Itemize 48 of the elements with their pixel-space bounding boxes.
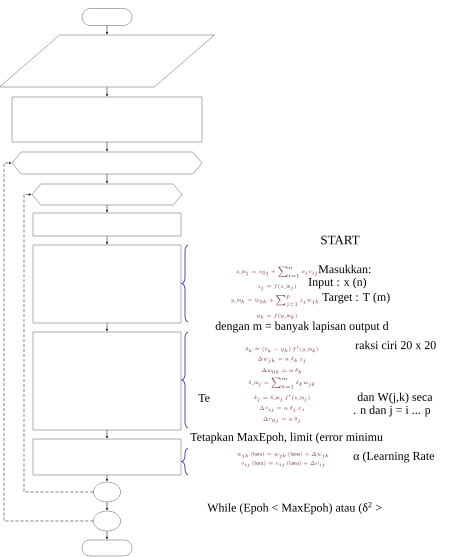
formula: $v_{ij}\,(\mathrm{baru}) = v_{ij}\,(\mathrm{lama}) + \Delta v_{ij}$ [241,460,324,468]
process-box [32,438,182,476]
note-text: Input : x (n) [308,278,366,288]
formula: $\Delta w_{jk} = \alpha\, \delta_k\, z_j$ [258,356,306,364]
arrow [106,236,108,244]
formula: $y_k = f(y\_\mathrm{in}_k)$ [256,313,297,319]
arrow [106,475,108,482]
arrow [106,26,108,34]
arrow [24,193,94,492]
formula: $\delta_j = \delta\_\mathrm{in}_j\, f'(z\_\mathrm{in}_j)$ [254,394,310,402]
note-text: Te [198,394,210,402]
arrow [106,205,108,212]
process-box [12,96,202,142]
note-text: dengan m = banyak lapisan output d [216,322,388,332]
arrow [106,142,108,152]
arrow [106,430,108,438]
formula: $y\_\mathrm{in}_k = w_{0k} + \sum_{j=1}^{p} z_j w_{jk}$ [231,295,318,307]
note-text: Tetapkan MaxEpoh, limit (error minimu [190,432,383,444]
loop-hexagon [32,184,182,206]
note-text: α (Learning Rate [354,452,434,462]
process-box [32,244,182,324]
connector-circle [93,510,121,532]
formula: $w_{jk}\,(\mathrm{baru}) = w_{jk}\,(\mathrm{lama}) + \Delta w_{jk}$ [237,452,328,458]
arrow [106,174,108,184]
connector-circle [93,482,121,502]
formula: $z_j = f(z\_\mathrm{in}_j)$ [258,284,296,290]
arrow [106,323,108,332]
loop-hexagon [12,152,202,174]
arrow [106,531,108,540]
process-box [32,212,182,236]
process-box [32,332,182,430]
heading-text: START [321,236,360,244]
arrow [4,162,94,522]
note-text: Masukkan: [318,264,370,274]
note-text: dan W(j,k) seca [358,392,432,404]
arrow [106,87,108,96]
note-text: Target : T (m) [322,292,390,304]
input-parallelogram [0,34,215,88]
note-text: . n dan j = i ... p [354,406,430,416]
formula: $\Delta v_{ij} = \alpha\, \delta_j\, x_i$ [260,406,304,412]
formula: $z\_\mathrm{in}_j = v_{0j} + \sum_{i=1}^{n} x_i v_{ij}$ [236,266,318,278]
note-text: While (Epoh < MaxEpoh) atau (δ$^{2}$ > [207,502,382,514]
note-text: raksi ciri 20 x 20 [355,340,436,350]
formula: $\Delta v_{0j} = \alpha\, \delta_j$ [263,416,300,424]
arrow [106,502,108,510]
formula: $\Delta w_{0k} = \alpha\, \delta_k$ [262,368,302,374]
formula: $\delta\_\mathrm{in}_j = \sum_{k=1}^{m} \delta_k w_{jk}$ [248,378,315,388]
formula: $\delta_k = (t_k - y_k)\, f'(y\_\mathrm{in}_k)$ [246,346,318,352]
